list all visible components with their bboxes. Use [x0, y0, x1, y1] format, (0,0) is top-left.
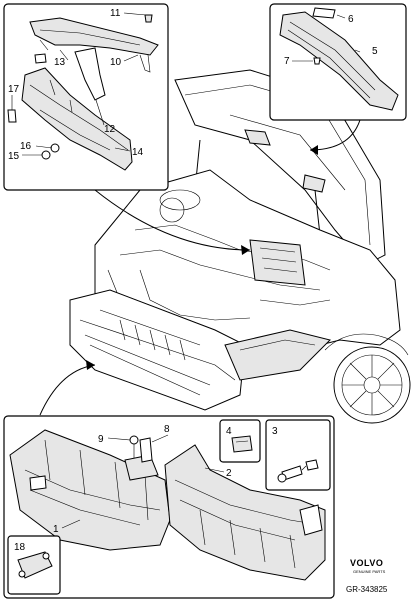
- callout-6: 6: [348, 14, 354, 25]
- volvo-logo: VOLVO: [350, 558, 383, 568]
- callout-3: 3: [272, 426, 278, 437]
- arrow-to-bumper: [39, 364, 96, 416]
- callout-9: 9: [98, 434, 104, 445]
- inset-top-right: 6 5 7: [269, 3, 407, 121]
- callout-12: 12: [104, 124, 116, 135]
- callout-5: 5: [372, 46, 378, 57]
- inset-bottom: 9 8 2 1 4 3 18: [3, 415, 335, 599]
- genuine-parts-tagline: GENUINE PARTS: [353, 569, 386, 574]
- volvo-brand-block: VOLVO GENUINE PARTS GR-343825: [346, 558, 388, 594]
- callout-16: 16: [20, 141, 32, 152]
- callout-2: 2: [226, 468, 232, 479]
- callout-4: 4: [226, 426, 232, 437]
- arrow-to-engine-bay: [94, 189, 251, 251]
- pointer-arrows: [39, 119, 361, 416]
- diagram-reference: GR-343825: [346, 585, 388, 594]
- callout-14: 14: [132, 147, 144, 158]
- callout-18: 18: [14, 542, 26, 553]
- callout-13: 13: [54, 57, 66, 68]
- callout-10: 10: [110, 57, 122, 68]
- callout-1: 1: [53, 524, 59, 535]
- callout-7: 7: [284, 56, 290, 67]
- callout-11: 11: [110, 8, 121, 19]
- inset-top-left: 11 10 13 12 14 17 16 15: [3, 3, 169, 191]
- callout-17: 17: [8, 84, 20, 95]
- callout-15: 15: [8, 151, 20, 162]
- callout-8: 8: [164, 424, 170, 435]
